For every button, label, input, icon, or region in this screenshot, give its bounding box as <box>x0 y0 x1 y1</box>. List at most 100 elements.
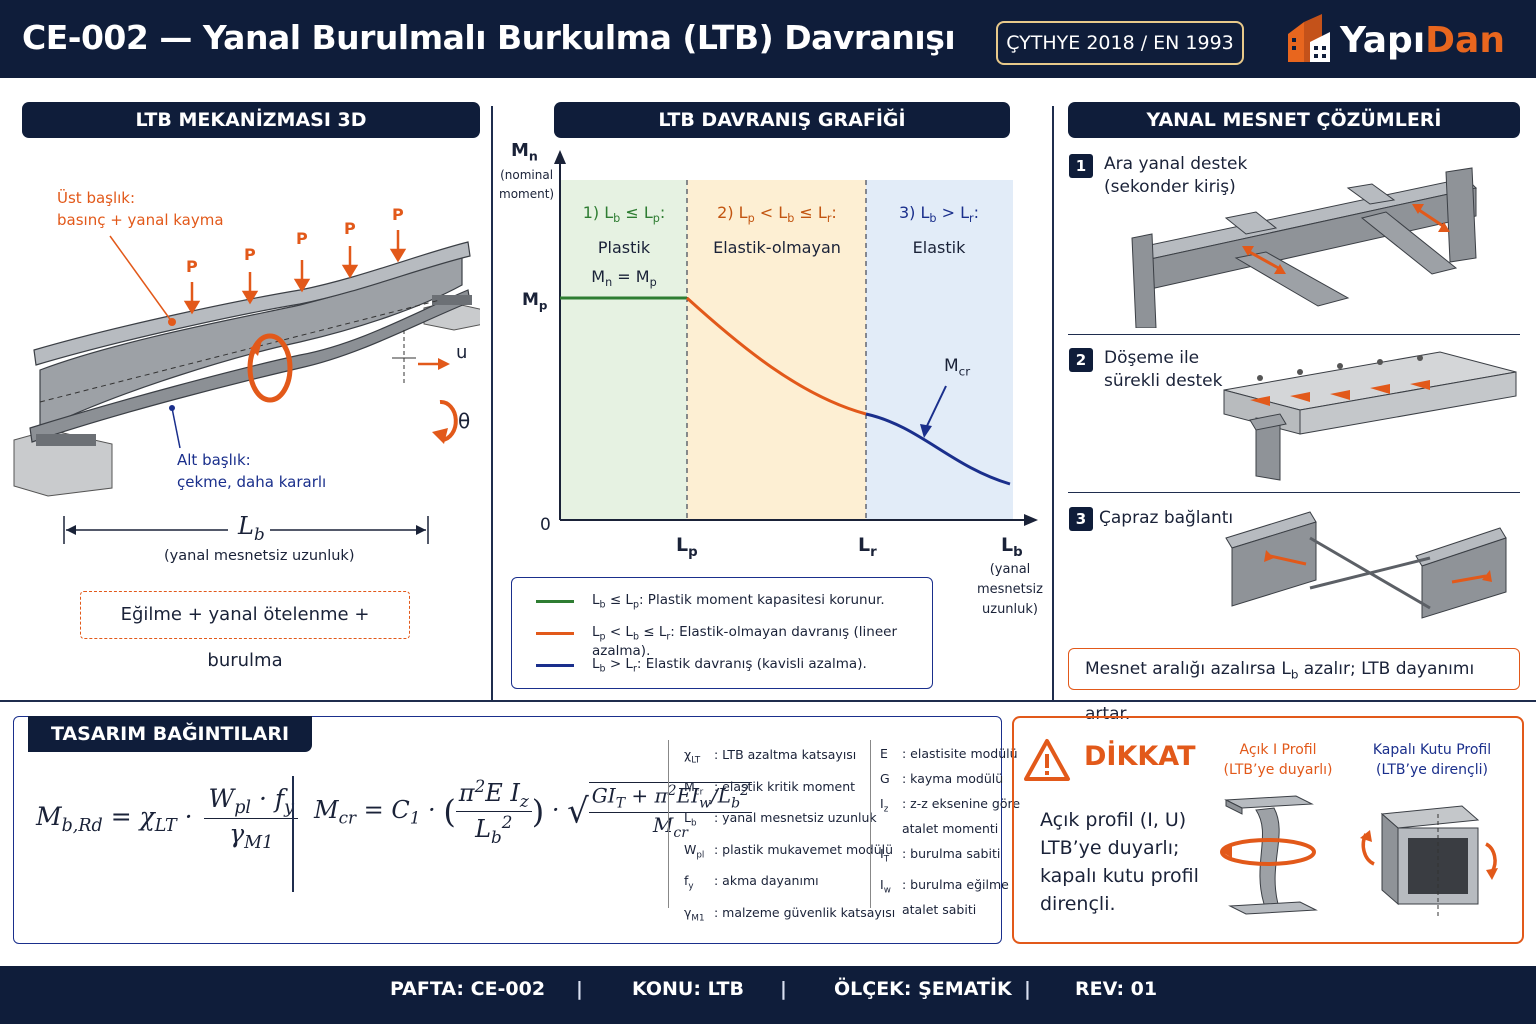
support-number-2: 2 <box>1069 348 1093 372</box>
legend-item-elastic: Lb > Lr: Elastik davranış (kavisli azalm… <box>592 656 867 675</box>
def-row: Mcr: elastik kritik moment <box>684 778 856 798</box>
span-symbol: Lb <box>238 512 265 544</box>
secondary-beam-support-illustration <box>1131 167 1478 328</box>
support-number-3: 3 <box>1069 507 1093 531</box>
formula-divider <box>292 776 294 892</box>
logo-text: YapıDan <box>1340 20 1505 61</box>
mbrd-formula: Mb,Rd = χLT · Wpl · fy γM1 <box>36 784 298 853</box>
bottom-flange-label: Alt başlık: çekme, daha kararlı <box>177 451 327 491</box>
legend-item-plastic: Lb ≤ Lp: Plastik moment kapasitesi korun… <box>592 592 885 611</box>
svg-text:P: P <box>244 245 256 264</box>
support-note: Mesnet aralığı azalırsa Lb azalır; LTB d… <box>1068 648 1520 724</box>
symbol-definitions-right: E: elastisite modülü G: kayma modülü Iz:… <box>880 742 1020 921</box>
zone1-label: 1) Lb ≤ Lp: Plastik Mn = Mp <box>582 203 666 290</box>
def-row: Iz: z-z eksenine göre <box>880 796 1021 815</box>
mcr-formula: Mcr = C1 · ( π2E Iz Lb2 ) · √ GIT + π2EI… <box>314 776 752 847</box>
span-caption: (yanal mesnetsiz uzunluk) <box>164 548 355 564</box>
def-row: Lb: yanal mesnetsiz uzunluk <box>684 810 877 829</box>
zone-inelastic <box>687 180 866 520</box>
mcr-label: Mcr <box>944 356 971 379</box>
warning-title: DİKKAT <box>1084 741 1196 772</box>
mechanism-panel-title: LTB MEKANİZMASI 3D <box>22 102 480 138</box>
open-profile-label: Açık I Profil (LTB’ye duyarlı) <box>1223 742 1333 778</box>
def-row: E: elastisite modülü <box>880 746 1018 761</box>
zone-elastic <box>866 180 1013 520</box>
warning-triangle-icon <box>1024 739 1070 781</box>
def-row: atalet sabiti <box>902 901 977 917</box>
open-i-profile-illustration <box>1220 795 1318 915</box>
def-row: IT: burulma sabiti <box>880 845 1001 865</box>
footer-bar: PAFTA: CE-002 | KONU: LTB | ÖLÇEK: ŞEMAT… <box>0 966 1536 1024</box>
building-logo-icon <box>1288 14 1330 62</box>
header-bar: CE-002 — Yanal Burulmalı Burkulma (LTB) … <box>0 0 1536 78</box>
svg-text:u: u <box>456 342 467 363</box>
svg-text:P: P <box>186 257 198 276</box>
mp-tick-label: Mp <box>522 290 548 313</box>
footer-separator: | <box>1024 978 1031 1000</box>
footer-subject: KONU: LTB <box>632 978 744 1000</box>
support-1-label: Ara yanal destek (sekonder kiriş) <box>1104 154 1248 197</box>
defs-divider-2 <box>870 740 871 908</box>
mechanism-summary-box: Eğilme + yanal ötelenme + burulma <box>80 591 410 671</box>
support-divider-1 <box>1068 334 1520 335</box>
ltb-behavior-chart <box>554 150 1038 526</box>
svg-text:P: P <box>296 229 308 248</box>
company-logo: YapıDan <box>1282 12 1522 68</box>
support-2-label: Döşeme ile sürekli destek <box>1104 348 1223 391</box>
x-axis-label: Lb <box>1001 534 1023 560</box>
symbol-definitions-left: χLT: LTB azaltma katsayısı Mcr: elastik … <box>684 742 895 931</box>
legend-line-inelastic <box>536 632 574 635</box>
footer-scale: ÖLÇEK: ŞEMATİK <box>834 978 1012 1000</box>
ltb-beam-3d-illustration: P P P P P u θ <box>13 205 480 497</box>
def-row: G: kayma modülü <box>880 771 1004 786</box>
warning-box <box>1012 716 1524 944</box>
graph-panel-title: LTB DAVRANIŞ GRAFİĞİ <box>554 102 1010 138</box>
cross-bracing-illustration <box>1225 511 1507 619</box>
supports-panel-title: YANAL MESNET ÇÖZÜMLERİ <box>1068 102 1520 138</box>
origin-label: 0 <box>540 515 551 535</box>
horizontal-separator <box>0 700 1536 702</box>
footer-separator: | <box>780 978 787 1000</box>
separator-2 <box>1052 106 1054 700</box>
footer-revision: REV: 01 <box>1075 978 1158 1000</box>
design-formulas-box <box>13 716 1002 944</box>
legend-item-inelastic: Lp < Lb ≤ Lr: Elastik-olmayan davranış (… <box>592 624 897 659</box>
closed-profile-label: Kapalı Kutu Profil (LTB’ye dirençli) <box>1372 742 1492 778</box>
design-formulas-title: TASARIM BAĞINTILARI <box>28 716 312 752</box>
footer-separator: | <box>576 978 583 1000</box>
separator-1 <box>491 106 493 700</box>
svg-text:P: P <box>392 205 404 224</box>
span-dimension-line <box>63 516 429 544</box>
legend-line-elastic <box>536 664 574 667</box>
lr-tick-label: Lr <box>858 534 877 560</box>
y-axis-caption: (nominal moment) <box>499 168 555 201</box>
zone3-label: 3) Lb > Lr: Elastik <box>898 203 980 258</box>
standard-badge: ÇYTHYE 2018 / EN 1993 <box>996 21 1244 65</box>
def-row: χLT: LTB azaltma katsayısı <box>684 747 857 766</box>
slab-continuous-support-illustration <box>1223 351 1517 481</box>
def-row: atalet momenti <box>902 820 999 836</box>
y-axis-label: Mn <box>511 140 538 164</box>
top-flange-label: Üst başlık: basınç + yanal kayma <box>57 189 224 229</box>
x-axis-caption: (yanal mesnetsiz uzunluk) <box>977 562 1043 617</box>
inelastic-curve <box>685 296 867 416</box>
page-title: CE-002 — Yanal Burulmalı Burkulma (LTB) … <box>22 18 956 57</box>
closed-box-profile-illustration <box>1360 805 1498 918</box>
support-3-label: Çapraz bağlantı <box>1099 508 1234 528</box>
elastic-curve <box>865 412 1011 486</box>
support-divider-2 <box>1068 492 1520 493</box>
legend-line-plastic <box>536 600 574 603</box>
svg-text:P: P <box>344 219 356 238</box>
def-row: γM1: malzeme güvenlik katsayısı <box>684 904 896 924</box>
def-row: Iw: burulma eğilme <box>880 877 1009 896</box>
defs-divider <box>668 740 669 908</box>
warning-text: Açık profil (I, U) LTB’ye duyarlı; kapal… <box>1040 809 1199 915</box>
zone-plastic <box>560 180 687 520</box>
def-row: Wpl: plastik mukavemet modülü <box>684 841 894 861</box>
zone2-label: 2) Lp < Lb ≤ Lr: Elastik-olmayan <box>713 203 841 258</box>
graph-legend: Lb ≤ Lp: Plastik moment kapasitesi korun… <box>511 577 933 689</box>
footer-sheet: PAFTA: CE-002 <box>390 978 546 1000</box>
def-row: fy: akma dayanımı <box>684 873 819 892</box>
support-number-1: 1 <box>1069 154 1093 178</box>
lp-tick-label: Lp <box>676 534 698 560</box>
